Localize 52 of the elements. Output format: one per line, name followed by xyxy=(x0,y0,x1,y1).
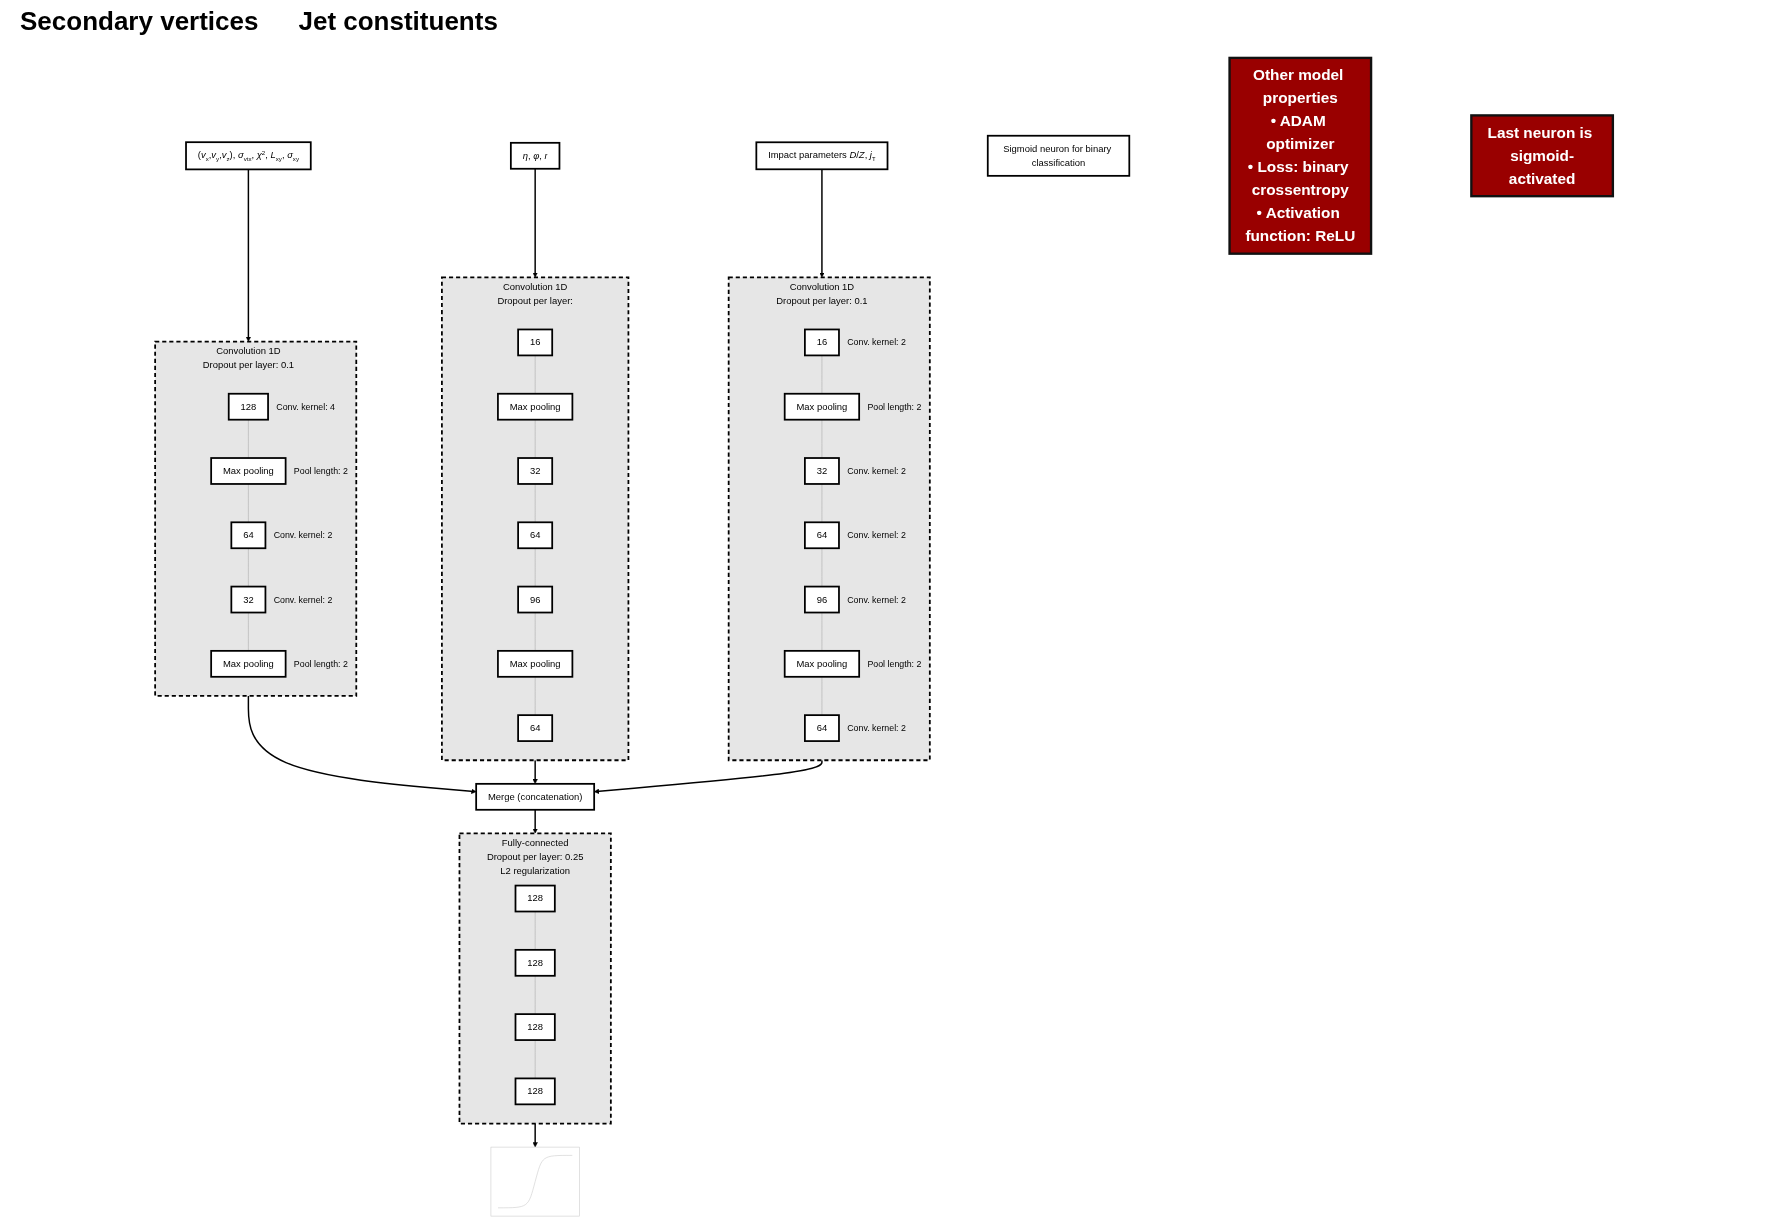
arrow xyxy=(532,759,538,785)
node-box: 64 xyxy=(230,521,267,550)
node-box: 128 xyxy=(227,392,269,421)
node-box: 96 xyxy=(804,585,840,614)
node-picture xyxy=(490,1146,580,1217)
layer-parameter-label: Conv. kernel: 2 xyxy=(273,530,333,541)
node-box: 128 xyxy=(514,1077,556,1106)
layer-parameter-label: Conv. kernel: 2 xyxy=(847,723,906,734)
layer-parameter-label: Conv. kernel: 2 xyxy=(847,466,906,476)
node-box: Last neuron is sigmoid-activated xyxy=(1470,114,1615,198)
layer-parameter-label: Pool length: 2 xyxy=(293,658,348,669)
node-box: 32 xyxy=(804,457,840,485)
node-box: 128 xyxy=(514,884,556,913)
node-box: 16 xyxy=(517,328,554,357)
column-heading: Secondary vertices xyxy=(20,6,259,38)
node-box: Max pooling xyxy=(210,457,287,485)
node-box: Sigmoid neuron for binary classification xyxy=(986,134,1131,177)
column-heading: Jet constituents xyxy=(298,6,498,38)
node-box: Max pooling xyxy=(783,649,861,678)
layer-parameter-label: Conv. kernel: 2 xyxy=(847,594,906,605)
layer-parameter-label: Conv. kernel: 4 xyxy=(276,401,336,412)
layer-parameter-label: Pool length: 2 xyxy=(293,466,348,476)
arrow xyxy=(532,168,538,278)
layer-parameter-label: Conv. kernel: 2 xyxy=(847,337,906,348)
node-box: Merge (concatenation) xyxy=(475,782,596,811)
node-box: 96 xyxy=(517,585,554,614)
node-box: 128 xyxy=(514,1013,556,1041)
arrow xyxy=(532,1122,538,1148)
arrow xyxy=(819,168,825,278)
arrow xyxy=(532,809,538,834)
node-box: Max pooling xyxy=(210,649,287,678)
layer-parameter-label: Pool length: 2 xyxy=(867,401,922,412)
arrow xyxy=(245,168,251,342)
layer-parameter-label: Pool length: 2 xyxy=(867,658,922,669)
node-box: Max pooling xyxy=(783,392,861,421)
node-box: 32 xyxy=(230,585,267,614)
layer-parameter-label: Conv. kernel: 2 xyxy=(273,594,333,605)
node-box: Other model properties • ADAM optimizer • Loss: binary crossentropy • Activation function: ReLU xyxy=(1228,56,1373,255)
node-box: 16 xyxy=(804,328,840,357)
node-box: 64 xyxy=(804,714,840,742)
node-box: 64 xyxy=(804,521,840,550)
node-box: 128 xyxy=(514,948,556,977)
node-box: 32 xyxy=(517,457,554,485)
node-box: η, φ, r xyxy=(509,141,561,170)
node-box: Max pooling xyxy=(497,649,574,678)
arrow xyxy=(247,695,477,794)
node-box: (v$_{x}$,v$_{y}$,v$_{z}$), σ$_{vtx}$, χ$^{2}$, L$_{xy}$, σ$_{xy}$ xyxy=(185,141,312,171)
layer-parameter-label: Conv. kernel: 2 xyxy=(847,530,906,541)
node-box: 64 xyxy=(517,714,554,742)
node-box: Max pooling xyxy=(497,392,574,421)
node-box: Impact parameters D/Z, j$_{T}$ xyxy=(755,141,889,171)
node-box: 64 xyxy=(517,521,554,550)
